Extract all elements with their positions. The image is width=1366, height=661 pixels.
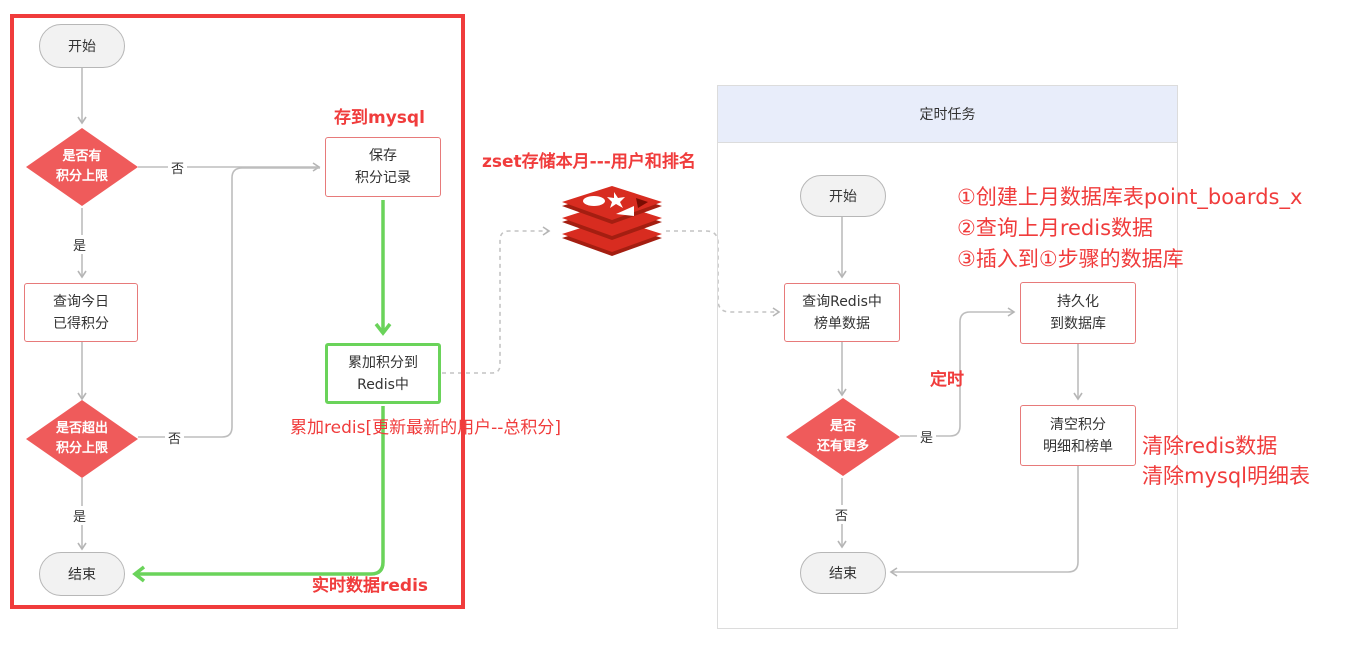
accumulate-line1: 累加积分到 (348, 354, 418, 371)
note-save-mysql: 存到mysql (334, 108, 425, 128)
left-query-today-box: 查询今日 已得积分 (24, 283, 138, 342)
note-zset: zset存储本月---用户和排名 (482, 152, 696, 172)
redis-logo-icon (562, 186, 662, 256)
decision1-line2: 积分上限 (55, 169, 108, 184)
decision1-line1: 是否有 (62, 149, 102, 164)
note-step-3: ③插入到①步骤的数据库 (957, 247, 1184, 271)
left-start-node: 开始 (39, 24, 125, 68)
arrow-decision2-no-to-save (138, 167, 320, 438)
query-today-line1: 查询今日 (53, 293, 109, 310)
right-start-node: 开始 (800, 175, 886, 217)
realtime-flow-frame (10, 14, 465, 609)
note-clear-mysql: 清除mysql明细表 (1142, 464, 1310, 488)
right-decision-yes-label: 是 (917, 427, 937, 446)
left-end-label: 结束 (68, 567, 96, 583)
right-end-label: 结束 (829, 566, 857, 582)
note-schedule: 定时 (930, 370, 964, 390)
note-step-2: ②查询上月redis数据 (957, 216, 1154, 240)
left-decision-exceed-limit: 是否超出 积分上限 (24, 398, 140, 480)
left-start-label: 开始 (68, 39, 96, 55)
arrow-r-decision-yes-to-persist (900, 307, 1016, 437)
scheduled-task-panel: 定时任务 (717, 85, 1178, 629)
query-redis-line2: 榜单数据 (813, 315, 870, 332)
right-decision-no-label: 否 (832, 505, 852, 524)
save-record-line1: 保存 (369, 148, 397, 164)
dashed-redis-to-query (666, 230, 781, 317)
decision2-no-label: 否 (165, 428, 185, 447)
left-decision-has-limit: 是否有 积分上限 (24, 126, 140, 208)
decision2-line2: 积分上限 (55, 441, 108, 456)
decision2-yes-label: 是 (70, 506, 90, 525)
right-end-node: 结束 (800, 552, 886, 594)
query-redis-line1: 查询Redis中 (802, 293, 882, 310)
clear-line1: 清空积分 (1050, 416, 1106, 433)
persist-line2: 到数据库 (1050, 316, 1106, 332)
panel-title: 定时任务 (919, 107, 976, 123)
decision1-yes-label: 是 (70, 235, 90, 254)
right-start-label: 开始 (829, 189, 857, 205)
note-realtime: 实时数据redis (312, 576, 429, 596)
clear-records-box: 清空积分 明细和榜单 (1020, 405, 1136, 466)
clear-line2: 明细和榜单 (1043, 438, 1113, 455)
save-record-box: 保存 积分记录 (325, 137, 441, 197)
panel-header: 定时任务 (718, 86, 1177, 143)
query-today-line2: 已得积分 (53, 315, 109, 332)
accumulate-redis-box: 累加积分到 Redis中 (325, 343, 441, 404)
save-record-line2: 积分记录 (355, 170, 411, 186)
left-end-node: 结束 (39, 552, 125, 596)
note-accumulate: 累加redis[更新最新的用户--总积分] (290, 418, 561, 438)
right-decision-more: 是否 还有更多 (784, 396, 902, 478)
query-redis-box: 查询Redis中 榜单数据 (784, 283, 900, 342)
green-arrow-accumulate-to-end (132, 406, 385, 583)
note-step-1: ①创建上月数据库表point_boards_x (957, 185, 1303, 209)
decision1-no-label: 否 (168, 158, 188, 177)
accumulate-line2: Redis中 (357, 376, 409, 393)
note-clear-redis: 清除redis数据 (1142, 434, 1278, 458)
right-decision-line1: 是否 (829, 419, 856, 434)
right-decision-line2: 还有更多 (816, 439, 869, 454)
arrow-r-clear-to-end (889, 466, 1079, 577)
persist-db-box: 持久化 到数据库 (1020, 282, 1136, 344)
decision2-line1: 是否超出 (55, 421, 108, 436)
persist-line1: 持久化 (1057, 294, 1099, 310)
